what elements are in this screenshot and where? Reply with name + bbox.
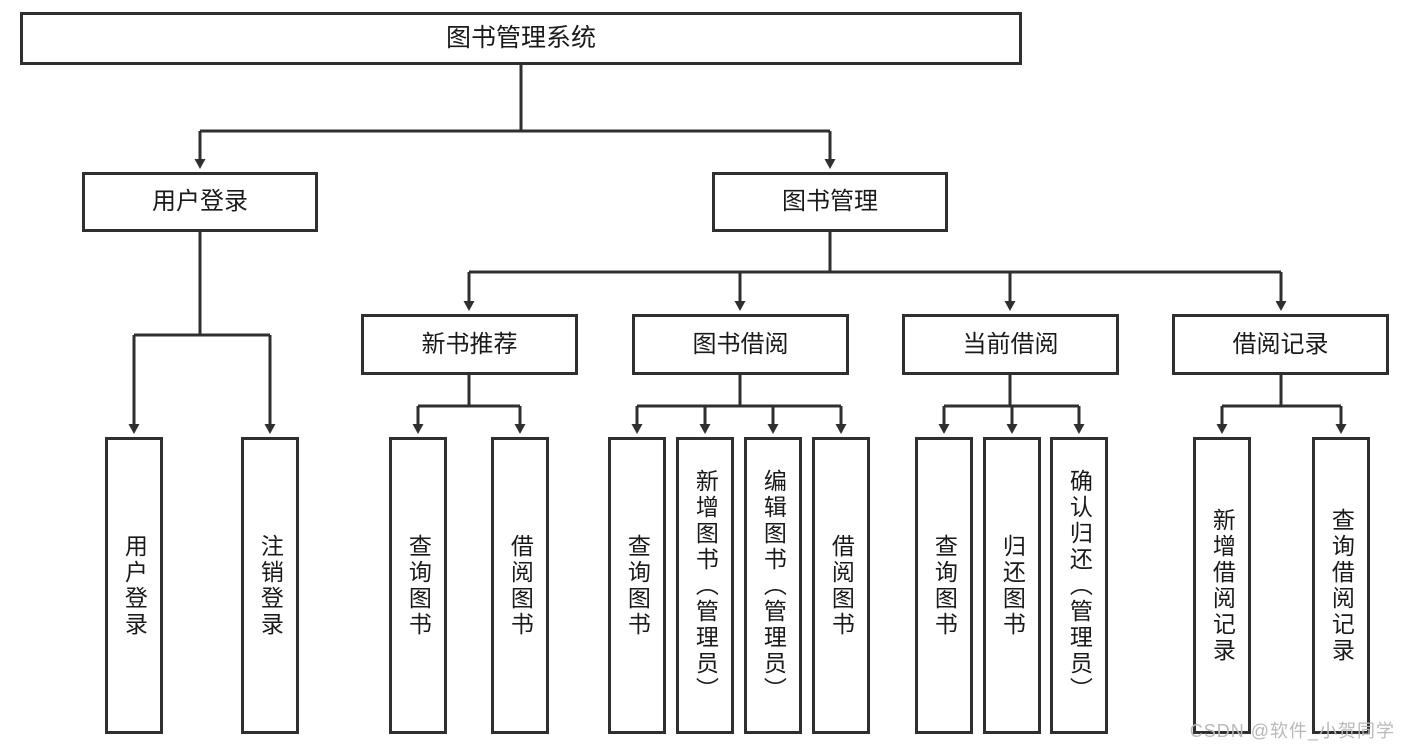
node-current-borrow[interactable]: 当前借阅 bbox=[902, 314, 1119, 375]
leaf-current-query-book[interactable]: 查询图书 bbox=[915, 437, 973, 734]
csdn-watermark: CSDN @软件_小贺同学 bbox=[1189, 721, 1395, 741]
leaf-new-book-query[interactable]: 查询图书 bbox=[389, 437, 447, 734]
node-book-management[interactable]: 图书管理 bbox=[712, 172, 948, 232]
leaf-borrow-query-book[interactable]: 查询图书 bbox=[608, 437, 666, 734]
leaf-new-book-borrow[interactable]: 借阅图书 bbox=[491, 437, 549, 734]
node-root-system[interactable]: 图书管理系统 bbox=[20, 12, 1022, 65]
leaf-borrow-add-book-admin[interactable]: 新增图书（管理员） bbox=[676, 437, 734, 734]
node-user-login[interactable]: 用户登录 bbox=[82, 172, 318, 232]
leaf-borrow-borrow-book[interactable]: 借阅图书 bbox=[812, 437, 870, 734]
node-borrow-record[interactable]: 借阅记录 bbox=[1172, 314, 1389, 375]
leaf-current-confirm-return-admin[interactable]: 确认归还（管理员） bbox=[1050, 437, 1108, 734]
leaf-record-query[interactable]: 查询借阅记录 bbox=[1312, 437, 1370, 734]
leaf-current-return-book[interactable]: 归还图书 bbox=[983, 437, 1041, 734]
leaf-user-login-signout[interactable]: 注销登录 bbox=[241, 437, 299, 734]
leaf-borrow-edit-book-admin[interactable]: 编辑图书（管理员） bbox=[744, 437, 802, 734]
leaf-record-add[interactable]: 新增借阅记录 bbox=[1193, 437, 1251, 734]
node-new-book-recommend[interactable]: 新书推荐 bbox=[361, 314, 578, 375]
leaf-user-login-signin[interactable]: 用户登录 bbox=[105, 437, 163, 734]
node-book-borrow[interactable]: 图书借阅 bbox=[632, 314, 849, 375]
